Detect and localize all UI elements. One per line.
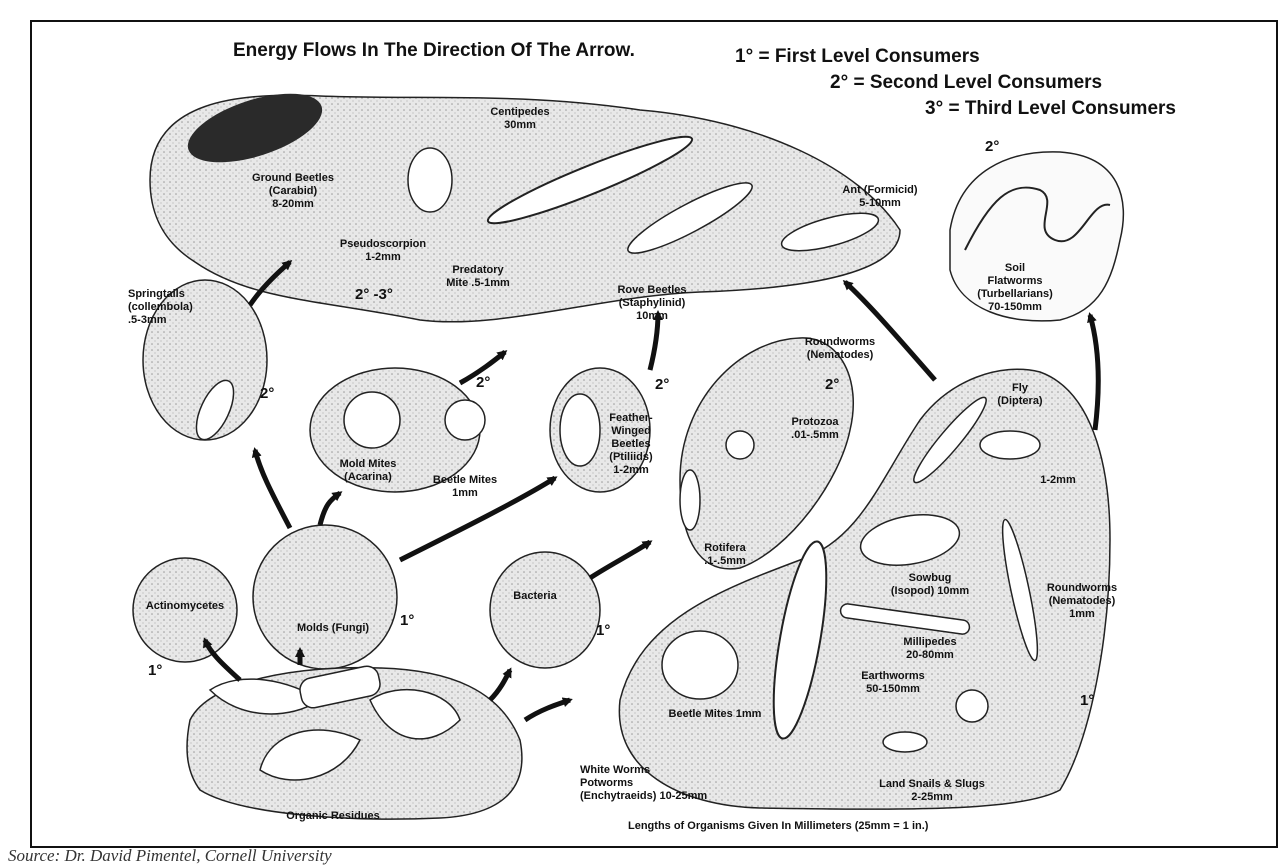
label-protozoa: Protozoa .01-.5mm xyxy=(770,416,860,442)
label-white-worms: White Worms Potworms (Enchytraeids) 10-2… xyxy=(580,764,750,803)
level-marker-2-3: 2° -3° xyxy=(355,286,393,303)
label-molds-fungi: Molds (Fungi) xyxy=(283,622,383,635)
level-marker-2-springtails: 2° xyxy=(260,385,274,402)
label-fly: Fly (Diptera) xyxy=(990,382,1050,408)
pseudoscorpion-illustration xyxy=(408,148,452,212)
label-organic-residues: Organic Residues xyxy=(268,810,398,823)
label-rove-beetles: Rove Beetles (Staphylinid) 10mm xyxy=(602,284,702,323)
label-ant: Ant (Formicid) 5-10mm xyxy=(820,184,940,210)
label-soil-flatworms: Soil Flatworms (Turbellarians) 70-150mm xyxy=(955,262,1075,314)
source-credit: Source: Dr. David Pimentel, Cornell Univ… xyxy=(8,846,332,866)
beetle-mite-bottom-illustration xyxy=(662,631,738,699)
level-marker-2-flatworm: 2° xyxy=(985,138,999,155)
label-roundworms-top: Roundworms (Nematodes) xyxy=(790,336,890,362)
snail-illustration xyxy=(956,690,988,722)
label-millipedes: Millipedes 20-80mm xyxy=(880,636,980,662)
label-predatory-mite: Predatory Mite .5-1mm xyxy=(428,264,528,290)
label-roundworms-right: Roundworms (Nematodes) 1mm xyxy=(1032,582,1132,621)
header-flow-note: Energy Flows In The Direction Of The Arr… xyxy=(233,40,635,62)
label-ground-beetles: Ground Beetles (Carabid) 8-20mm xyxy=(248,172,338,211)
legend-second-level: 2° = Second Level Consumers xyxy=(830,72,1102,94)
level-marker-2-mites: 2° xyxy=(476,374,490,391)
label-actinomycetes: Actinomycetes xyxy=(135,600,235,613)
legend-first-level: 1° = First Level Consumers xyxy=(735,46,980,68)
mold-mite-illustration xyxy=(344,392,400,448)
label-springtails: Springtails (collembola) .5-3mm xyxy=(128,288,218,327)
label-sowbug: Sowbug (Isopod) 10mm xyxy=(870,572,990,598)
level-marker-2-nematodes: 2° xyxy=(825,376,839,393)
legend-third-level: 3° = Third Level Consumers xyxy=(925,98,1176,120)
label-beetle-mites-bottom: Beetle Mites 1mm xyxy=(650,708,780,721)
beetle-mite-illustration xyxy=(445,400,485,440)
label-land-snails: Land Snails & Slugs 2-25mm xyxy=(862,778,1002,804)
bacteria-region xyxy=(490,552,600,668)
label-beetle-mites-top: Beetle Mites 1mm xyxy=(420,474,510,500)
protozoa-illustration xyxy=(726,431,754,459)
level-marker-2-feather: 2° xyxy=(655,376,669,393)
level-marker-1-bacteria: 1° xyxy=(596,622,610,639)
fly-illustration xyxy=(980,431,1040,459)
label-rotifera: Rotifera .1-.5mm xyxy=(680,542,770,568)
label-bacteria: Bacteria xyxy=(500,590,570,603)
level-marker-1-fungi: 1° xyxy=(400,612,414,629)
feather-beetle-illustration xyxy=(560,394,600,466)
fungi-region xyxy=(253,525,397,669)
level-marker-1-right: 1° xyxy=(1080,692,1094,709)
label-earthworms: Earthworms 50-150mm xyxy=(838,670,948,696)
nematode-region xyxy=(680,338,853,569)
label-mold-mites: Mold Mites (Acarina) xyxy=(318,458,418,484)
label-pseudoscorpion: Pseudoscorpion 1-2mm xyxy=(328,238,438,264)
label-feather-winged-beetles: Feather- Winged Beetles (Ptiliids) 1-2mm xyxy=(596,412,666,477)
label-centipedes: Centipedes 30mm xyxy=(480,106,560,132)
slug-illustration xyxy=(883,732,927,752)
lengths-note: Lengths of Organisms Given In Millimeter… xyxy=(628,820,928,832)
rotifer-illustration xyxy=(680,470,700,530)
level-marker-1-actinomycetes: 1° xyxy=(148,662,162,679)
label-fly-size: 1-2mm xyxy=(1028,474,1088,487)
